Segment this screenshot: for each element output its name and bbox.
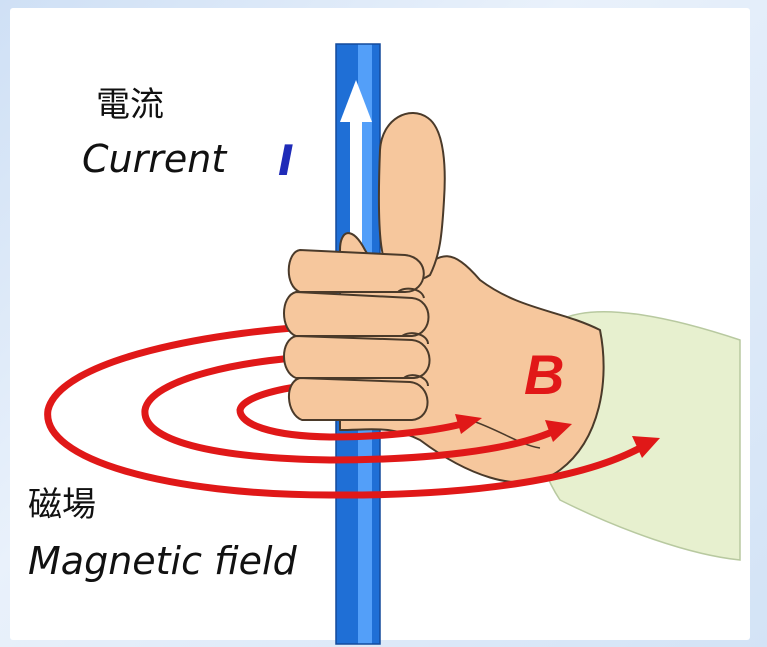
current-label-english: Current — [82, 137, 227, 181]
current-label-chinese: 電流 — [96, 85, 164, 125]
field-label-chinese: 磁場 — [28, 485, 96, 525]
field-direction-arrow-icons — [455, 414, 660, 458]
current-symbol: I — [278, 136, 294, 185]
magnetic-field-symbol: B — [524, 343, 565, 406]
field-lines-front — [326, 420, 644, 499]
field-label-english: Magnetic field — [28, 539, 297, 583]
right-hand-thumb-up-icon — [283, 112, 605, 484]
